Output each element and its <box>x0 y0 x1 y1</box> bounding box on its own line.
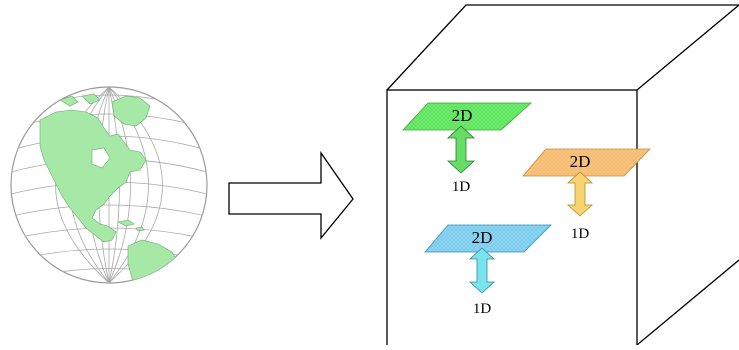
arrow-blue-label: 1D <box>473 301 492 317</box>
cube-bottom-right-edge <box>636 259 739 346</box>
group-orange: 2D 1D <box>522 148 651 242</box>
group-blue: 2D 1D <box>424 224 552 317</box>
continents <box>39 93 179 283</box>
cube-top-edge <box>386 4 739 91</box>
right-arrow-icon <box>228 150 354 240</box>
plane-orange <box>522 148 651 177</box>
north-america-landmass <box>39 109 147 243</box>
cube-front-face <box>386 89 638 350</box>
plane-orange-label: 2D <box>570 152 591 171</box>
plane-green-label: 2D <box>452 106 473 125</box>
cube <box>386 4 739 350</box>
hudson-bay <box>91 147 111 169</box>
cube-top-right-edge <box>636 4 739 91</box>
caribbean-island <box>117 219 135 227</box>
plane-blue-label: 2D <box>472 228 493 247</box>
arctic-island <box>81 93 101 105</box>
arrow-green-label: 1D <box>452 179 471 195</box>
arrow-blue <box>468 247 496 294</box>
globe-icon <box>10 86 208 284</box>
greenland-landmass <box>111 95 151 127</box>
plane-blue <box>424 224 552 253</box>
arrow-orange <box>566 171 594 217</box>
arrow-orange-label: 1D <box>571 226 590 242</box>
plane-green <box>402 102 533 131</box>
arrow-green <box>446 125 476 174</box>
arctic-island <box>59 95 79 107</box>
group-green: 2D 1D <box>402 102 533 195</box>
caribbean-island <box>135 226 145 232</box>
